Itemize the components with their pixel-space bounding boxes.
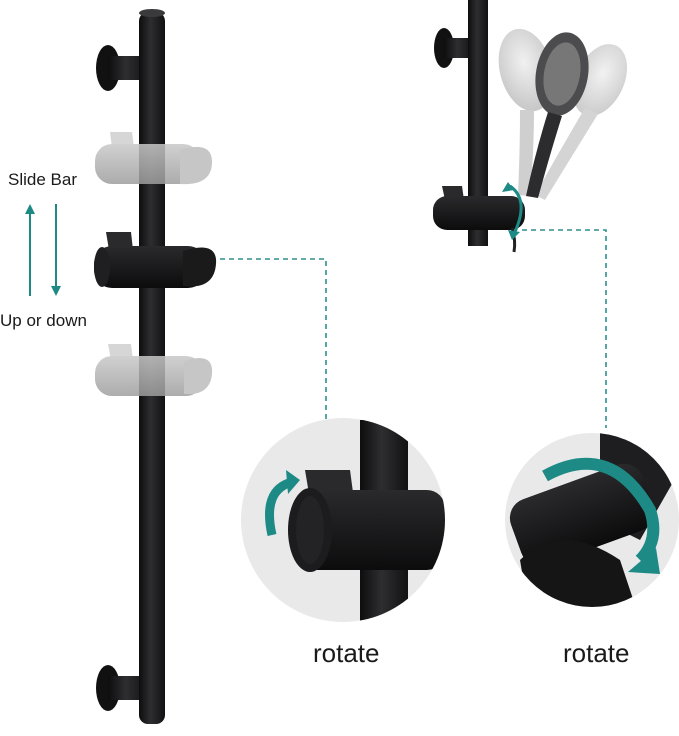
rotate-label-left: rotate xyxy=(313,638,380,668)
teal-curved-arrow xyxy=(265,477,294,536)
holder-ghost-bottom xyxy=(95,344,213,396)
slide-bar-label: Slide Bar xyxy=(8,170,77,189)
teal-curved-arrow-right xyxy=(542,457,660,565)
detail-circle-right xyxy=(505,433,679,607)
shower-head-assembly xyxy=(433,0,628,253)
rotate-label-right: rotate xyxy=(563,638,630,668)
up-or-down-label: Up or down xyxy=(0,311,87,330)
holder-ghost-top xyxy=(95,132,212,185)
holder-active xyxy=(94,232,217,288)
dashed-connector-right xyxy=(522,229,607,428)
slide-bar-assembly xyxy=(94,9,217,724)
shower-head xyxy=(526,32,589,198)
detail-circle-left xyxy=(241,418,445,622)
up-down-arrows xyxy=(25,204,61,296)
dashed-connector-left xyxy=(220,258,327,420)
